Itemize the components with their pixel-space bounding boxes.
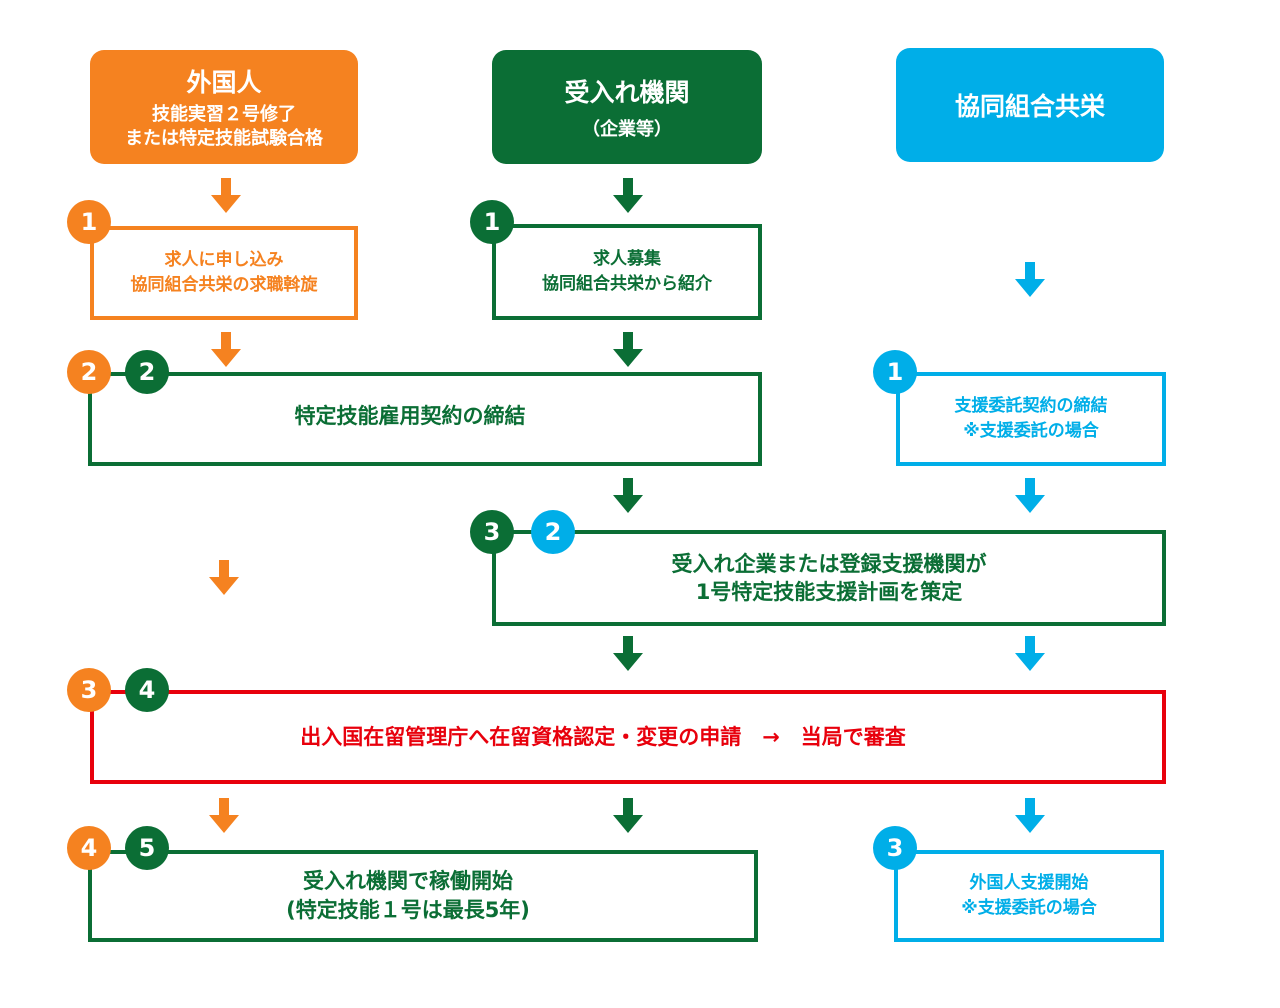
step-number-badge-coop: 2 (531, 510, 575, 554)
step-support-plan: 受入れ企業または登録支援機関が 1号特定技能支援計画を策定 (492, 530, 1166, 626)
step-foreigner-job-line1: 求人に申し込み (164, 250, 284, 271)
step-number-badge-foreigner: 2 (67, 350, 111, 394)
header-company-sub: （企業等） (582, 119, 672, 140)
step-foreigner-job-application: 求人に申し込み 協同組合共栄の求職斡旋 (90, 226, 358, 320)
step-number-badge: 1 (470, 200, 514, 244)
header-company: 受入れ機関 （企業等） (492, 50, 762, 164)
step-plan-line2: 1号特定技能支援計画を策定 (695, 580, 963, 604)
step-number-badge-company: 4 (125, 668, 169, 712)
step-start-work-line2: (特定技能１号は最長5年) (286, 898, 530, 922)
step-support-start: 外国人支援開始 ※支援委託の場合 (894, 850, 1164, 942)
step-start-work-line1: 受入れ機関で稼働開始 (303, 868, 513, 893)
step-company-recruit-line1: 求人募集 (593, 249, 661, 270)
step-number-badge: 1 (67, 200, 111, 244)
step-number-badge-company: 3 (470, 510, 514, 554)
step-employment-contract: 特定技能雇用契約の締結 (88, 372, 762, 466)
step-number-badge: 1 (873, 350, 917, 394)
step-number-badge-company: 5 (125, 826, 169, 870)
step-plan-line1: 受入れ企業または登録支援機関が (671, 551, 987, 576)
header-coop: 協同組合共栄 (896, 48, 1164, 162)
step-company-recruit-line2: 協同組合共栄から紹介 (542, 274, 712, 294)
step-residence-application: 出入国在留管理庁へ在留資格認定・変更の申請 → 当局で審査 (90, 690, 1166, 784)
header-company-title: 受入れ機関 (564, 78, 690, 107)
step-contract-text: 特定技能雇用契約の締結 (294, 403, 526, 428)
header-foreigner-title: 外国人 (186, 67, 262, 97)
header-foreigner-line2: または特定技能試験合格 (125, 128, 323, 149)
step-number-badge: 3 (873, 826, 917, 870)
step-foreigner-job-line2: 協同組合共栄の求職斡旋 (130, 275, 318, 295)
step-support-start-line1: 外国人支援開始 (969, 873, 1089, 894)
step-number-badge-foreigner: 4 (67, 826, 111, 870)
step-support-contract-line1: 支援委託契約の締結 (954, 396, 1108, 417)
header-foreigner-line1: 技能実習２号修了 (152, 103, 296, 125)
header-foreigner: 外国人 技能実習２号修了 または特定技能試験合格 (90, 50, 358, 164)
step-start-work: 受入れ機関で稼働開始 (特定技能１号は最長5年) (88, 850, 758, 942)
step-support-start-line2: ※支援委託の場合 (961, 898, 1097, 918)
step-number-badge-company: 2 (125, 350, 169, 394)
step-application-text: 出入国在留管理庁へ在留資格認定・変更の申請 → 当局で審査 (300, 724, 906, 749)
step-support-contract-line2: ※支援委託の場合 (963, 421, 1099, 441)
step-support-contract: 支援委託契約の締結 ※支援委託の場合 (896, 372, 1166, 466)
step-company-recruitment: 求人募集 協同組合共栄から紹介 (492, 224, 762, 320)
step-number-badge-foreigner: 3 (67, 668, 111, 712)
header-coop-title: 協同組合共栄 (954, 92, 1105, 121)
